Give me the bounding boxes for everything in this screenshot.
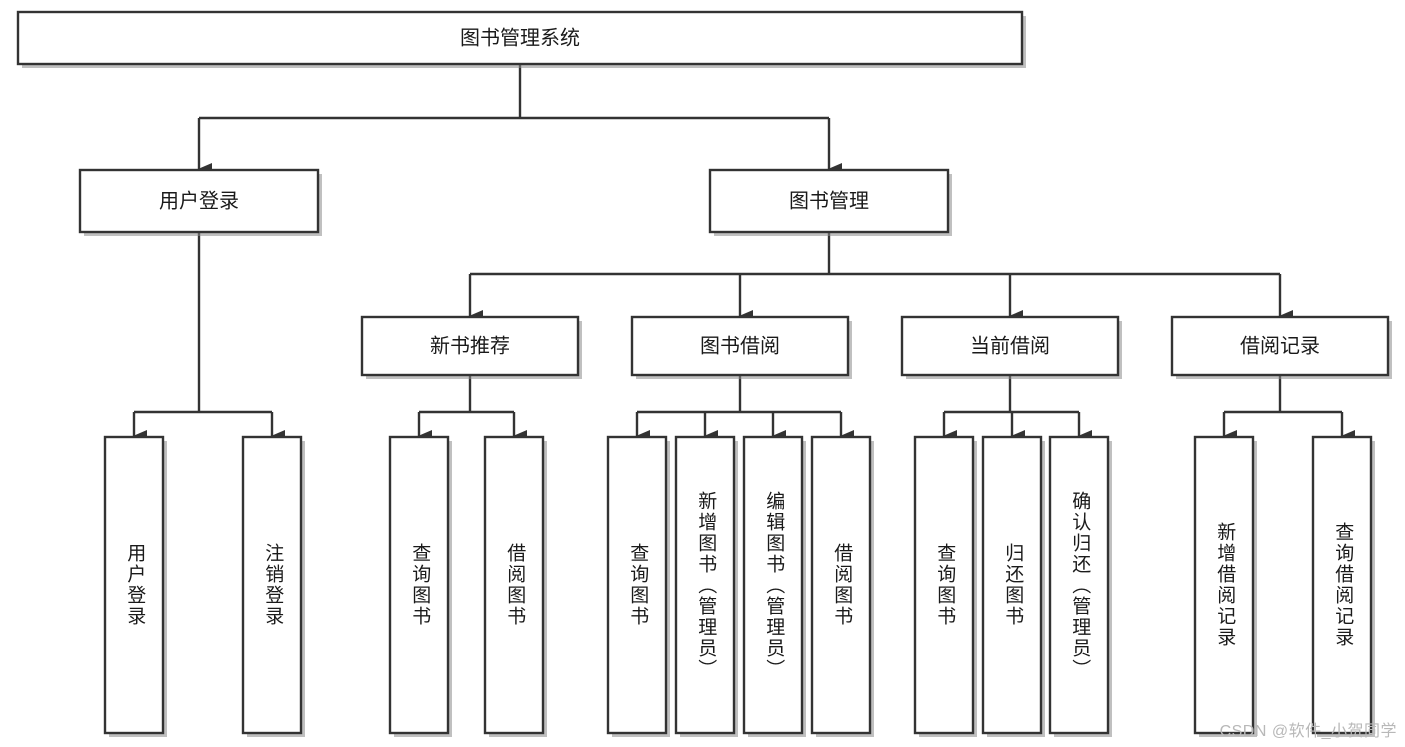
node-box-borrow-borrow-book[interactable] (810, 435, 872, 735)
node-box-book-borrow[interactable] (630, 315, 850, 377)
node-box-recommend-borrow-book[interactable] (483, 435, 545, 735)
node-box-user-logout[interactable] (241, 435, 303, 735)
csdn-watermark: CSDN @软件_小贺同学 (1219, 723, 1397, 740)
node-box-borrow-add-book[interactable] (674, 435, 736, 735)
node-box-current-query-book[interactable] (913, 435, 975, 735)
node-box-current-confirm-return[interactable] (1048, 435, 1110, 735)
node-label-current-borrow: 当前借阅 (970, 334, 1050, 357)
node-box-root[interactable] (16, 10, 1024, 66)
node-box-borrow-record[interactable] (1170, 315, 1390, 377)
node-label-borrow-record: 借阅记录 (1240, 334, 1320, 357)
node-box-borrow-query-book[interactable] (606, 435, 668, 735)
boxes-layer (16, 10, 1392, 737)
node-box-book-management[interactable] (708, 168, 950, 234)
node-label-user-login: 用户登录 (159, 189, 239, 212)
node-box-record-query[interactable] (1311, 435, 1373, 735)
node-box-current-borrow[interactable] (900, 315, 1120, 377)
node-label-book-borrow: 图书借阅 (700, 334, 780, 357)
node-box-record-add[interactable] (1193, 435, 1255, 735)
node-label-root: 图书管理系统 (460, 26, 580, 49)
node-box-user-login[interactable] (78, 168, 320, 234)
node-box-new-book-recommend[interactable] (360, 315, 580, 377)
node-label-new-book-recommend: 新书推荐 (430, 334, 510, 357)
node-box-recommend-query-book[interactable] (388, 435, 450, 735)
node-label-book-management: 图书管理 (789, 189, 869, 212)
node-box-current-return-book[interactable] (981, 435, 1043, 735)
node-box-borrow-edit-book[interactable] (742, 435, 804, 735)
connectors-layer (132, 64, 1355, 442)
node-box-user-login-do[interactable] (103, 435, 165, 735)
